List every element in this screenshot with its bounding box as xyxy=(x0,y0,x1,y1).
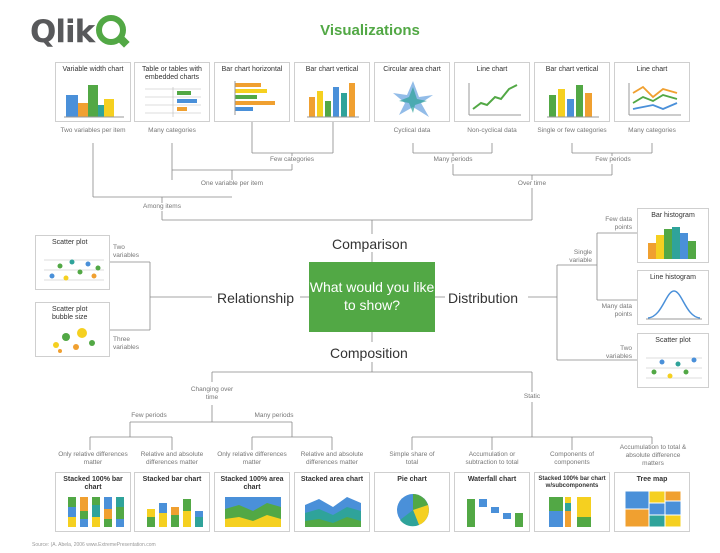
note-many-periods-top: Many periods xyxy=(420,156,486,164)
category-comparison: Comparison xyxy=(332,236,408,252)
note-accumulation-total: Accumulation to total & absolute differe… xyxy=(616,444,690,468)
note-few-categories: Few categories xyxy=(256,156,328,164)
stacked-100-bar-icon xyxy=(68,497,124,527)
card-line-histogram: Line histogram xyxy=(637,270,709,325)
bar-chart-horizontal-icon xyxy=(234,81,275,115)
card-variable-width-chart: Variable width chart xyxy=(55,62,131,122)
card-bar-histogram: Bar histogram xyxy=(637,208,709,263)
tree-map-icon xyxy=(624,490,682,528)
pie-chart-icon xyxy=(397,494,429,527)
note-single-or-few-categories: Single or few categories xyxy=(537,127,607,134)
note-many-data-points: Many data points xyxy=(601,303,632,318)
card-stacked-100-bar: Stacked 100% bar chart xyxy=(55,472,131,532)
table-embedded-chart-icon xyxy=(145,87,201,117)
note-many-categories: Many categories xyxy=(148,127,196,134)
note-two-variables-left: Two variables xyxy=(113,244,140,259)
stacked-100-subcomponents-icon xyxy=(549,497,591,527)
scatter-plot-icon xyxy=(44,259,104,281)
note-few-periods: Few periods xyxy=(124,412,174,420)
note-among-items: Among items xyxy=(130,203,194,211)
note-many-periods: Many periods xyxy=(248,412,300,420)
card-scatter-plot-bubble: Scatter plot bubble size xyxy=(35,302,110,357)
category-relationship: Relationship xyxy=(217,290,295,306)
center-question: What would you like to show? xyxy=(309,262,435,332)
page-title: Visualizations xyxy=(320,22,420,39)
note-two-variables-right: Two variables xyxy=(605,345,632,360)
note-cyclical-data: Cyclical data xyxy=(393,127,431,134)
note-many-categories-2: Many categories xyxy=(628,127,676,134)
note-one-variable-per-item: One variable per item xyxy=(190,180,274,188)
card-stacked-100-area: Stacked 100% area chart xyxy=(214,472,290,532)
card-stacked-100-subcomponents: Stacked 100% bar chart w/subcomponents xyxy=(534,472,610,532)
card-scatter-plot-right: Scatter plot xyxy=(637,333,709,388)
note-three-variables: Three variables xyxy=(113,336,140,351)
stacked-area-icon xyxy=(305,497,361,527)
qlik-logo: Qlik xyxy=(30,14,127,50)
card-bar-chart-horizontal: Bar chart horizontal xyxy=(214,62,290,122)
multi-line-chart-icon xyxy=(628,83,681,116)
card-stacked-area: Stacked area chart xyxy=(294,472,370,532)
card-bar-chart-vertical-2: Bar chart vertical xyxy=(534,62,610,122)
note-only-relative-1: Only relative differences matter xyxy=(55,451,131,467)
note-only-relative-2: Only relative differences matter xyxy=(214,451,290,467)
note-two-variables-per-item: Two variables per item xyxy=(60,127,126,134)
stacked-bar-icon xyxy=(147,499,203,527)
bar-chart-vertical-icon xyxy=(547,85,599,118)
card-pie-chart: Pie chart xyxy=(374,472,450,532)
stacked-100-area-icon xyxy=(225,497,281,527)
waterfall-chart-icon xyxy=(467,499,523,527)
bar-histogram-icon xyxy=(648,227,696,259)
note-changing-over-time: Changing over time xyxy=(186,386,238,402)
note-few-periods-top: Few periods xyxy=(580,156,646,164)
card-line-chart: Line chart xyxy=(454,62,530,122)
note-relative-absolute-1: Relative and absolute differences matter xyxy=(134,451,210,467)
source-credit: Source: (A. Abela, 2006 www.ExtremePrese… xyxy=(32,542,156,548)
note-single-variable: Single variable xyxy=(569,249,592,264)
card-scatter-plot-left: Scatter plot xyxy=(35,235,110,290)
note-relative-absolute-2: Relative and absolute differences matter xyxy=(294,451,370,467)
note-accumulation-subtraction: Accumulation or subtraction to total xyxy=(456,451,528,467)
category-distribution: Distribution xyxy=(448,290,519,306)
bar-chart-vertical-icon xyxy=(307,83,359,118)
card-bar-chart-vertical: Bar chart vertical xyxy=(294,62,370,122)
card-line-chart-2: Line chart xyxy=(614,62,690,122)
card-waterfall-chart: Waterfall chart xyxy=(454,472,530,532)
circular-area-chart-icon xyxy=(393,81,433,117)
note-over-time: Over time xyxy=(505,180,559,188)
note-components-of-components: Components of components xyxy=(538,451,606,467)
variable-width-chart-icon xyxy=(64,85,124,118)
card-table-embedded-charts: Table or tables with embedded charts xyxy=(134,62,210,122)
note-non-cyclical-data: Non-cyclical data xyxy=(467,127,517,134)
card-tree-map: Tree map xyxy=(614,472,690,532)
qlik-q-icon xyxy=(96,15,127,45)
line-chart-icon xyxy=(468,83,521,116)
line-histogram-icon xyxy=(646,290,702,320)
note-static: Static xyxy=(516,393,548,401)
bubble-chart-icon xyxy=(53,328,95,353)
category-composition: Composition xyxy=(330,345,408,361)
scatter-plot-icon xyxy=(646,357,702,379)
card-circular-area-chart: Circular area chart xyxy=(374,62,450,122)
note-simple-share: Simple share of total xyxy=(384,451,440,467)
card-stacked-bar: Stacked bar chart xyxy=(134,472,210,532)
note-few-data-points: Few data points xyxy=(605,216,632,231)
